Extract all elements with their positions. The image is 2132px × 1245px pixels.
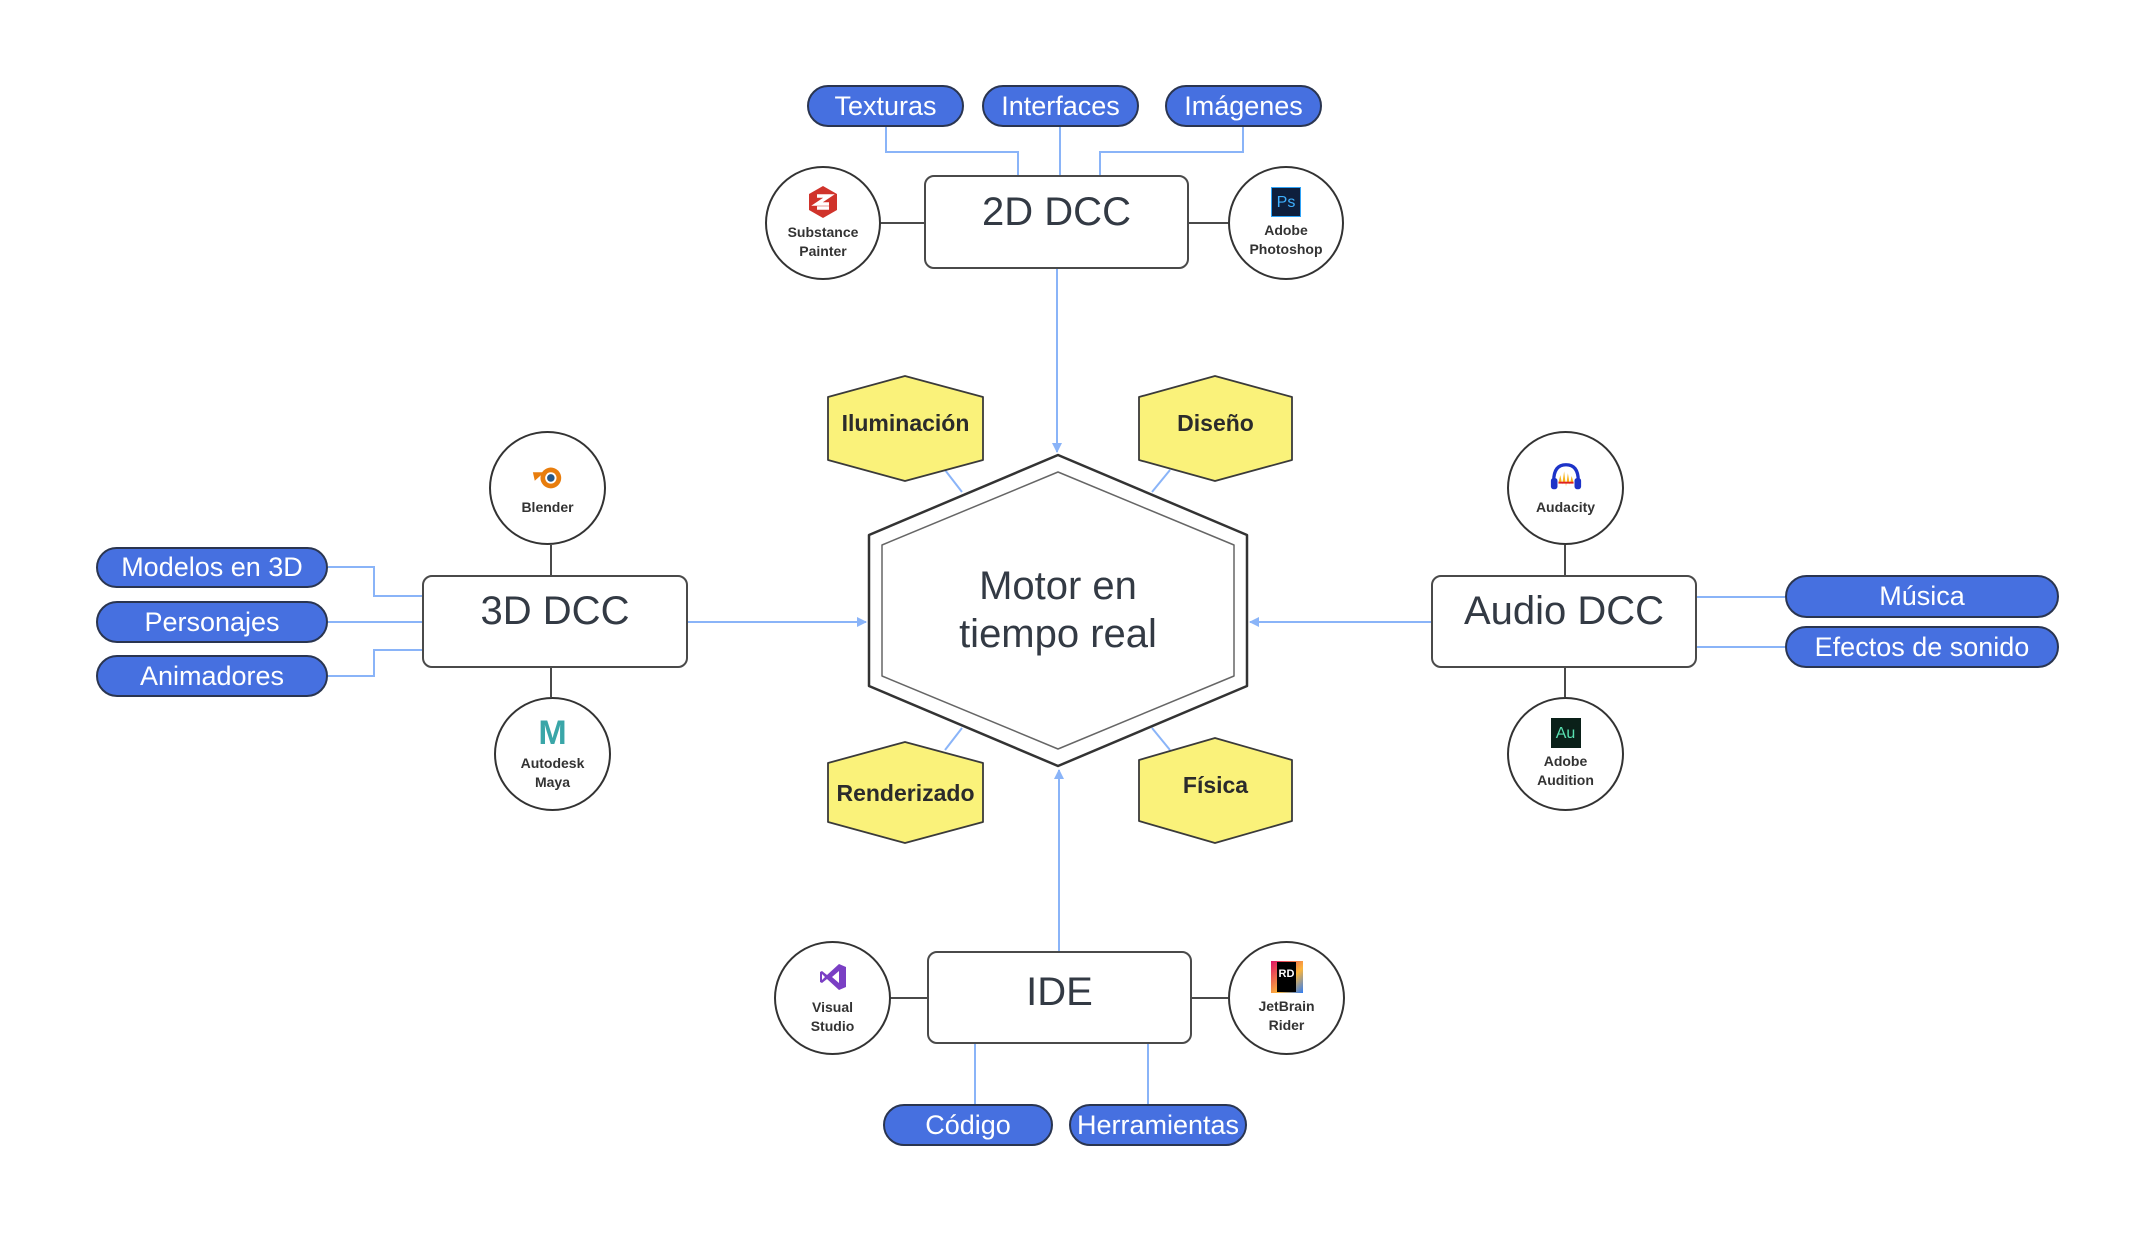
tool-label: JetBrain <box>1258 998 1315 1014</box>
output-codigo: Código <box>883 1104 1053 1146</box>
output-interfaces: Interfaces <box>982 85 1139 127</box>
tool-audition[interactable]: Au Adobe Audition <box>1507 697 1624 811</box>
tool-blender[interactable]: Blender <box>489 431 606 545</box>
tool-label: Maya <box>534 774 571 790</box>
audacity-icon <box>1549 460 1583 494</box>
dcc3d-box[interactable]: 3D DCC <box>422 575 688 668</box>
tool-label: Visual <box>812 999 853 1015</box>
audio-dcc-box[interactable]: Audio DCC <box>1431 575 1697 668</box>
blender-icon <box>531 460 565 494</box>
rider-glyph: RD <box>1276 962 1297 992</box>
connector-animadores <box>328 649 422 677</box>
tool-label: Studio <box>810 1018 855 1034</box>
tool-label: Adobe <box>1543 753 1588 769</box>
connector-fisica <box>1151 727 1171 751</box>
maya-glyph: M <box>538 713 567 752</box>
feature-hex-iluminacion <box>827 375 984 482</box>
output-texturas: Texturas <box>807 85 964 127</box>
output-musica: Música <box>1785 575 2059 618</box>
engine-label-line1: Motor en <box>979 564 1137 608</box>
audition-icon: Au <box>1550 718 1581 748</box>
feature-hex-renderizado <box>827 741 984 844</box>
tool-label: Blender <box>521 498 574 515</box>
substance-painter-icon <box>806 185 840 219</box>
connector-diseno <box>1151 469 1171 493</box>
tool-rider[interactable]: RD JetBrain Rider <box>1228 941 1345 1055</box>
feature-diseno: Diseño <box>1177 409 1254 436</box>
tool-label: Substance <box>787 224 859 240</box>
output-imagenes: Imágenes <box>1165 85 1322 127</box>
rider-icon: RD <box>1270 961 1303 993</box>
visual-studio-icon <box>816 960 850 994</box>
photoshop-icon: Ps <box>1271 187 1301 217</box>
feature-fisica: Física <box>1182 771 1249 798</box>
output-efectos-sonido: Efectos de sonido <box>1785 626 2059 668</box>
feature-hex-fisica <box>1138 737 1293 844</box>
tool-label: Autodesk <box>520 755 585 771</box>
engine-label-line2: tiempo real <box>959 612 1157 656</box>
feature-hex-diseno <box>1138 375 1293 482</box>
ide-box[interactable]: IDE <box>927 951 1192 1044</box>
photoshop-glyph: Ps <box>1276 193 1296 211</box>
output-personajes: Personajes <box>96 601 328 643</box>
tool-visual-studio[interactable]: Visual Studio <box>774 941 891 1055</box>
dcc2d-box[interactable]: 2D DCC <box>924 175 1189 269</box>
connector-imagenes <box>1099 127 1244 175</box>
tool-label: Rider <box>1268 1017 1305 1033</box>
connector-modelos <box>328 566 422 597</box>
tool-label: Audition <box>1537 772 1594 788</box>
tool-audacity[interactable]: Audacity <box>1507 431 1624 545</box>
feature-renderizado: Renderizado <box>836 779 975 806</box>
connector-texturas <box>885 127 1019 175</box>
engine-hexagon-inner <box>881 471 1235 750</box>
tool-label: Adobe <box>1264 222 1308 238</box>
output-animadores: Animadores <box>96 655 328 697</box>
audition-glyph: Au <box>1555 724 1576 742</box>
tool-label: Photoshop <box>1249 241 1323 257</box>
tool-substance-painter[interactable]: Substance Painter <box>765 166 881 280</box>
engine-label: Motor en tiempo real <box>900 560 1216 660</box>
output-herramientas: Herramientas <box>1069 1104 1247 1146</box>
tool-maya[interactable]: M Autodesk Maya <box>494 697 611 811</box>
tool-photoshop[interactable]: Ps Adobe Photoshop <box>1228 166 1344 280</box>
connector-renderizado <box>944 727 963 751</box>
output-modelos-3d: Modelos en 3D <box>96 547 328 588</box>
maya-icon: M <box>536 716 570 750</box>
feature-iluminacion: Iluminación <box>841 409 970 436</box>
connector-iluminacion <box>944 469 963 493</box>
tool-label: Painter <box>799 243 847 259</box>
tool-label: Audacity <box>1535 498 1596 515</box>
